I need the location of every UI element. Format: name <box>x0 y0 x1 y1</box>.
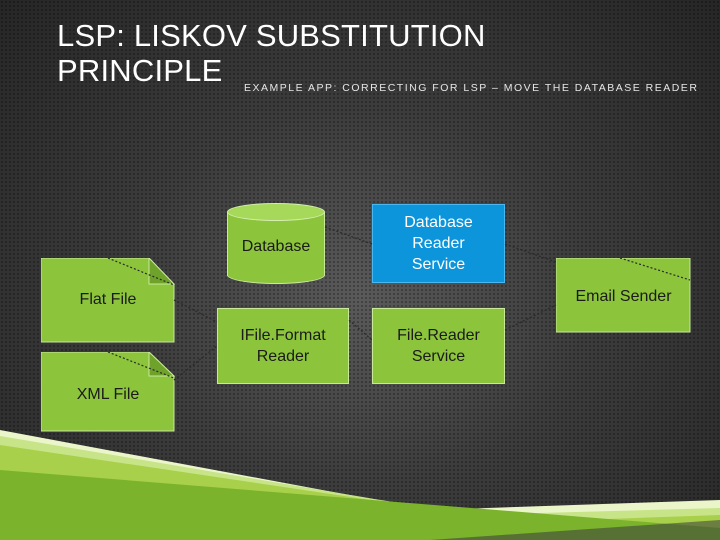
email-sender-shape: Email Sender <box>556 258 691 333</box>
flat-file-label: Flat File <box>79 291 137 308</box>
stripe-mid <box>0 436 720 540</box>
slide-title: LSP: LISKOV SUBSTITUTION PRINCIPLE <box>57 18 486 88</box>
xml-file-label: XML File <box>76 386 140 403</box>
database-label: Database <box>241 238 311 255</box>
connector-xmlfile-to-ifile <box>173 345 218 381</box>
slide-subtitle: EXAMPLE APP: CORRECTING FOR LSP – MOVE T… <box>244 82 699 94</box>
ifile-format-reader-box: IFile.Format Reader <box>217 308 349 384</box>
ifile-format-reader-label: IFile.Format Reader <box>240 327 326 365</box>
database-reader-service-label: Database Reader Service <box>404 214 473 273</box>
stripe-main <box>0 445 720 540</box>
xml-file-shape: XML File <box>41 352 175 432</box>
file-reader-service-label: File.Reader Service <box>397 327 480 365</box>
connector-flatfile-to-ifile <box>173 299 218 323</box>
email-sender-label: Email Sender <box>575 288 672 305</box>
connector-ifile-to-filereader <box>348 319 373 341</box>
database-cylinder-top <box>227 203 325 221</box>
database-reader-service-box: Database Reader Service <box>372 204 505 283</box>
database-cylinder-body <box>227 212 325 276</box>
stripe-dark <box>0 470 720 540</box>
stripe-light <box>0 430 720 540</box>
file-reader-service-box: File.Reader Service <box>372 308 505 384</box>
database-cylinder: Database <box>227 203 325 285</box>
connector-filereader-to-email <box>504 304 557 331</box>
connector-database-to-dbreader <box>324 226 373 245</box>
flat-file-shape: Flat File <box>41 258 175 343</box>
stripe-shadow <box>430 520 720 540</box>
connector-dbreader-to-email <box>504 243 557 263</box>
